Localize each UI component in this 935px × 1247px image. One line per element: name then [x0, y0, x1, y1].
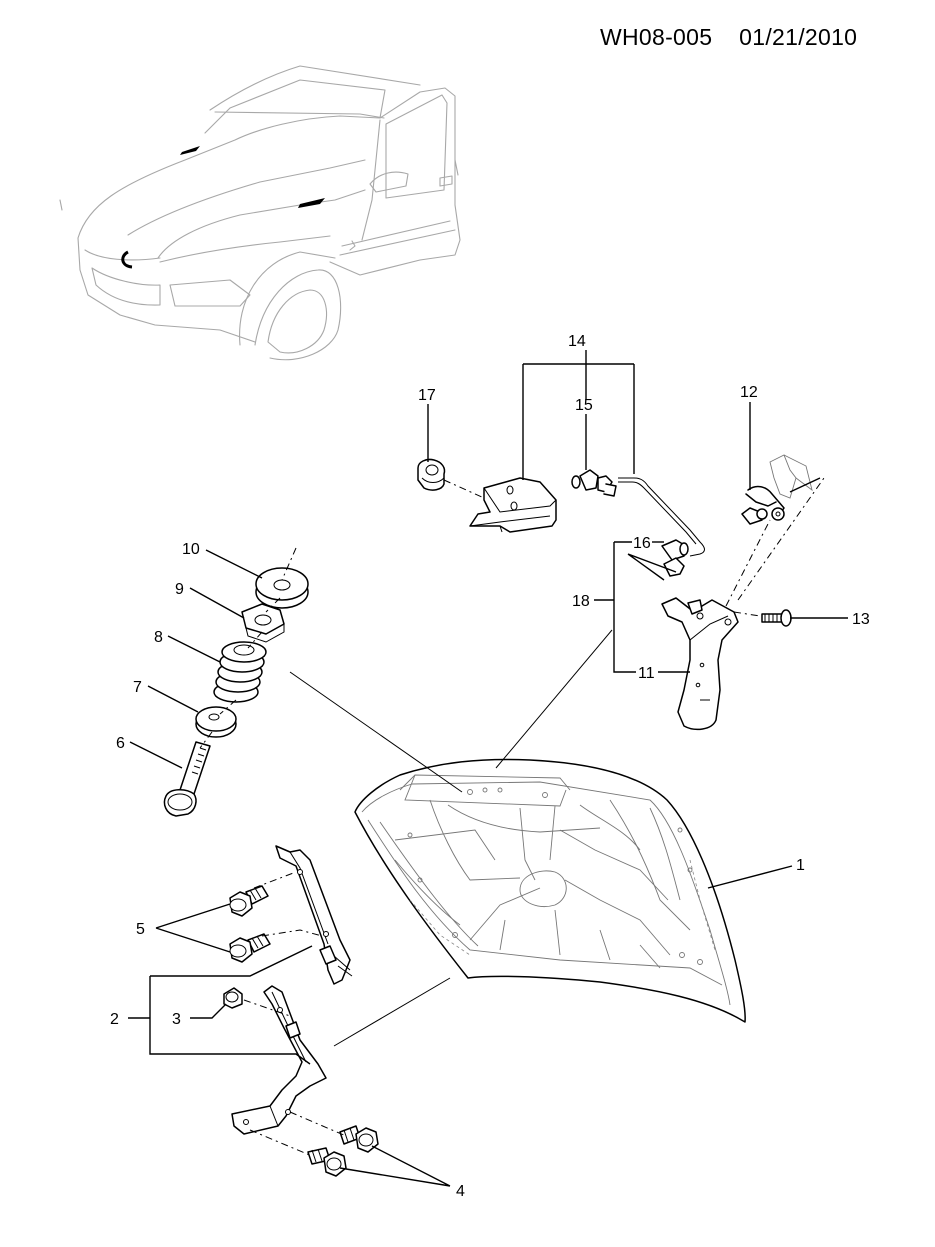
bumper-spring: [213, 641, 267, 703]
bumper-nut: [241, 603, 285, 643]
callout-4: 4: [456, 1183, 465, 1200]
leader-lines: [128, 350, 848, 1187]
callout-10: 10: [182, 541, 200, 558]
callout-8: 8: [154, 629, 163, 646]
callout-3: 3: [172, 1011, 181, 1028]
callout-1: 1: [796, 857, 805, 874]
bumper-washer-lower: [195, 706, 237, 738]
hood-panel-icon: [354, 758, 746, 1023]
callout-9: 9: [175, 581, 184, 598]
cable-clip: [661, 539, 689, 577]
callout-2: 2: [110, 1011, 119, 1028]
callout-18: 18: [572, 593, 590, 610]
diagram-date: 01/21/2010: [739, 24, 858, 50]
diagram-header: WH08-005 01/21/2010: [600, 24, 900, 51]
latch-bolt: [761, 609, 792, 627]
bumper-screw: [163, 741, 211, 817]
callout-17: 17: [418, 387, 436, 404]
callout-12: 12: [740, 384, 758, 401]
diagram-code: WH08-005: [600, 24, 713, 50]
cable-bracket: [469, 477, 557, 533]
callout-16: 16: [633, 535, 651, 552]
callout-11: 11: [638, 665, 655, 682]
release-handle: [741, 454, 813, 525]
callout-14: 14: [568, 333, 586, 350]
hinge-lower: [231, 985, 327, 1135]
release-cable: [618, 477, 705, 557]
bumper-cap: [255, 567, 309, 609]
hinge-pivot-bolt: [223, 987, 243, 1009]
callout-6: 6: [116, 735, 125, 752]
hinge-mount-bolt-a: [339, 1125, 379, 1153]
callout-5: 5: [136, 921, 145, 938]
hinge-mount-bolt-b: [307, 1147, 347, 1177]
vehicle-locator-icon: [59, 65, 461, 361]
callout-15: 15: [575, 397, 593, 414]
push-clip: [417, 458, 446, 491]
callout-labels: 1 2 3 4 5 6 7 8 9 10 11 12 13 14 15 16 1…: [110, 333, 870, 1200]
hinge-bolt-lower: [229, 933, 271, 963]
hood-latch-assembly: [661, 597, 739, 731]
hinge-upper: [275, 845, 353, 985]
cable-grommet: [571, 469, 617, 497]
callout-7: 7: [133, 679, 142, 696]
hinge-bolt-upper: [229, 885, 269, 917]
callout-13: 13: [852, 611, 870, 628]
